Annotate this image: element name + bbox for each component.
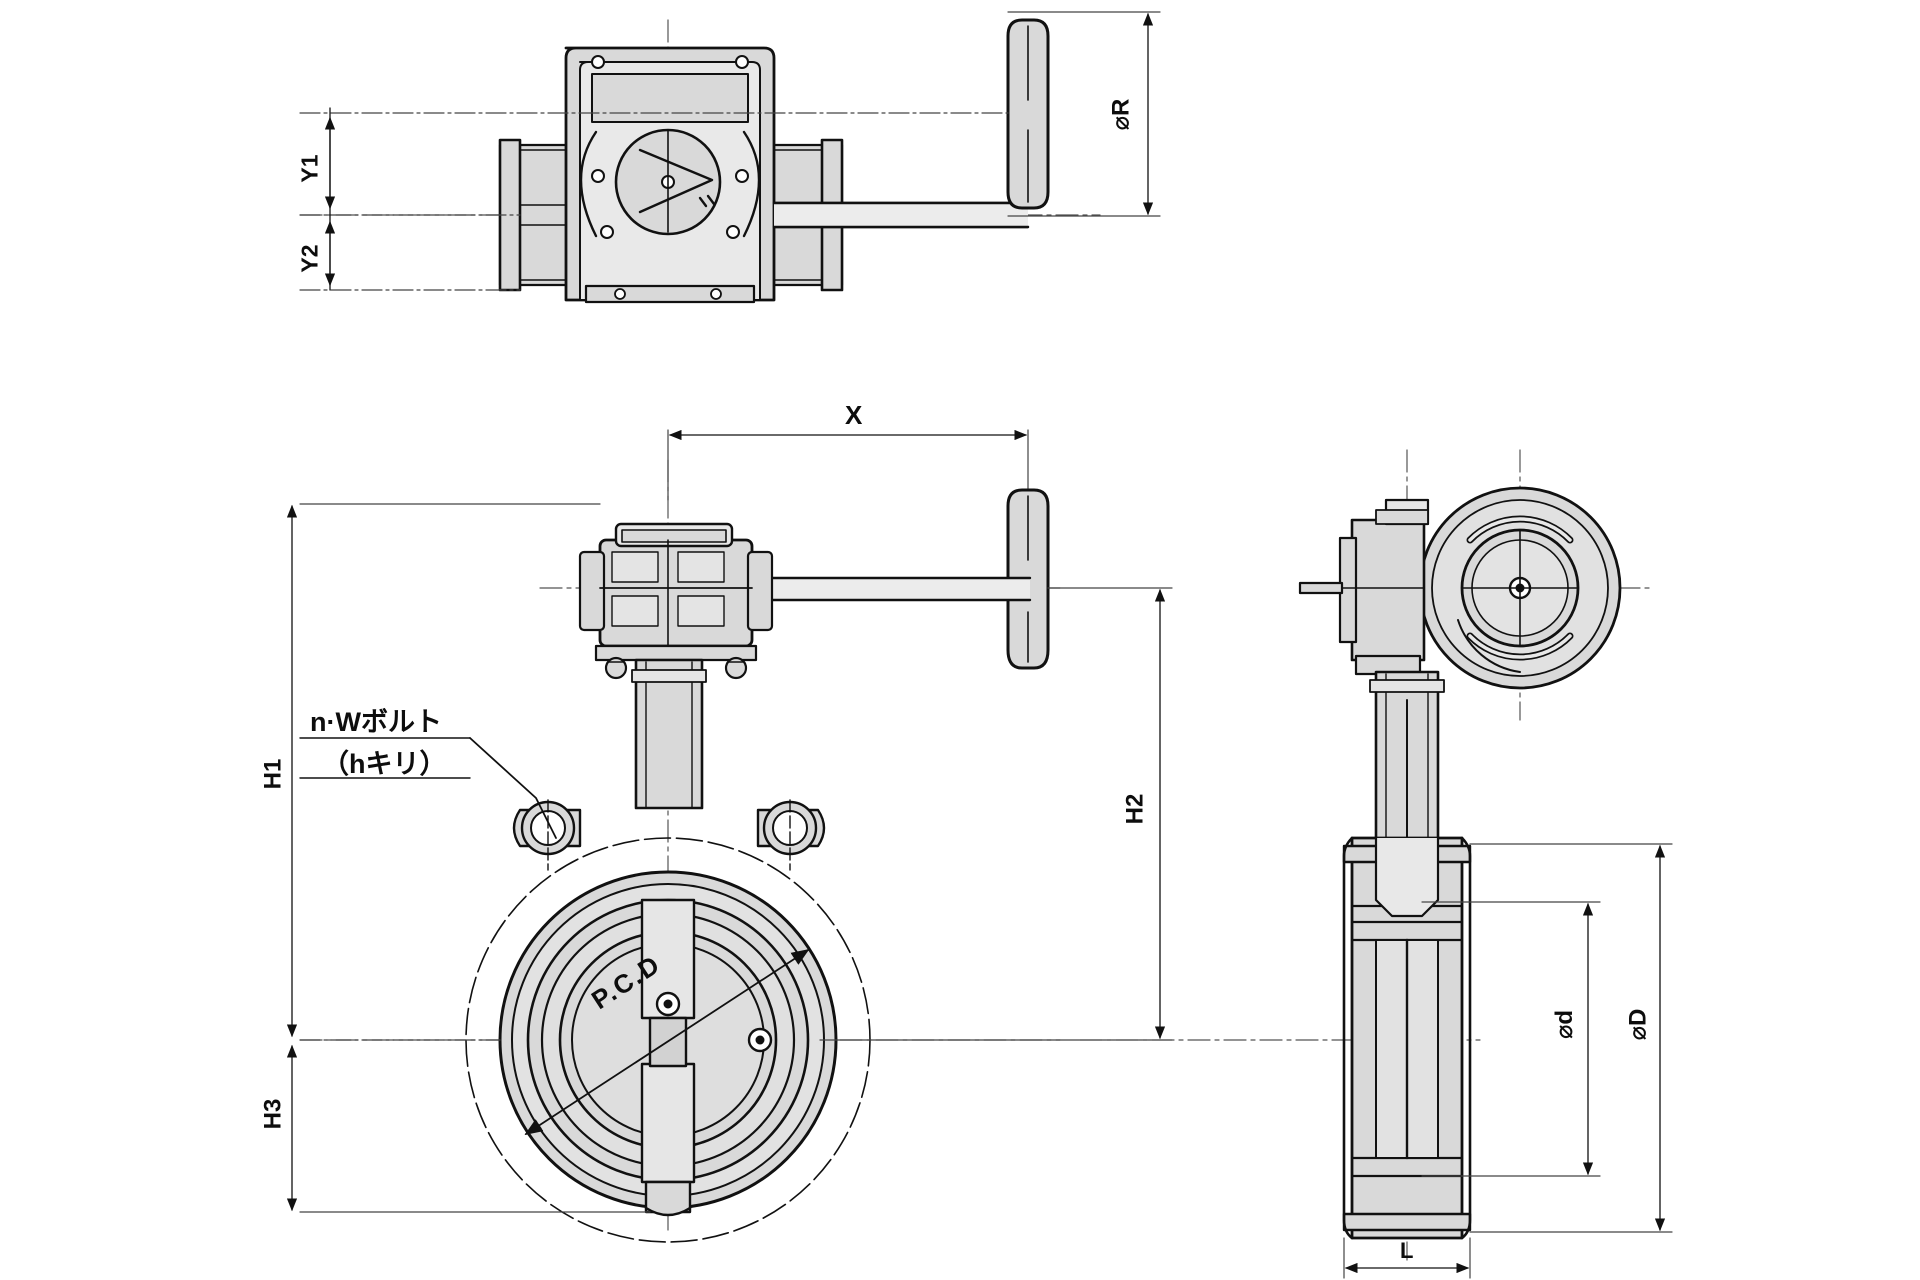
dimension-label-h3: H3: [259, 1098, 287, 1130]
dimension-label-h2: H2: [1121, 793, 1149, 825]
dimension-label-y2: Y2: [296, 244, 323, 273]
front-view-gearbox: [578, 522, 774, 680]
dimension-pcd: [524, 949, 810, 1135]
dimension-label-y1: Y1: [296, 154, 323, 183]
front-view-group: [286, 429, 1173, 1243]
dimension-x: [667, 429, 1029, 501]
dimension-h1-h3: [286, 503, 651, 1213]
dimension-label-h1: H1: [259, 758, 287, 790]
side-view-neck-column: [1369, 670, 1445, 842]
front-view-neck-column: [631, 658, 707, 810]
side-view-body-section: [1342, 836, 1472, 1240]
bolt-note-leader: [299, 737, 557, 839]
dimension-label-phi-d-small: ⌀d: [1551, 1009, 1579, 1040]
top-view-group: [299, 11, 1161, 304]
dimension-label-phi-r: ⌀R: [1107, 98, 1135, 131]
dimension-l: [1343, 1237, 1471, 1279]
top-view-handwheel: [1006, 18, 1050, 210]
dimension-phi-d: [1421, 843, 1673, 1233]
bolt-note-line-2: （hキリ）: [322, 749, 447, 779]
dimension-label-l: L: [1400, 1238, 1414, 1263]
side-view-gearbox-block: [1298, 498, 1430, 676]
side-view-gear-face: [1418, 486, 1622, 690]
dimension-y1-y2: [299, 107, 1009, 291]
front-view-stem-shaft: [750, 576, 1032, 602]
front-view-valve-body: [465, 837, 871, 1243]
front-view-lug-ears: [512, 799, 826, 871]
top-view-gearbox: [564, 46, 776, 304]
side-view-group: [1079, 449, 1673, 1279]
dimension-label-phi-d-large: ⌀D: [1624, 1008, 1652, 1041]
top-view-stem-shaft: [772, 201, 1030, 229]
dimension-phi-r: [1007, 11, 1161, 217]
dimension-label-x: X: [845, 400, 863, 430]
dimension-h2: [819, 587, 1173, 1041]
bolt-note-line-1: n·Wボルト: [310, 707, 442, 737]
